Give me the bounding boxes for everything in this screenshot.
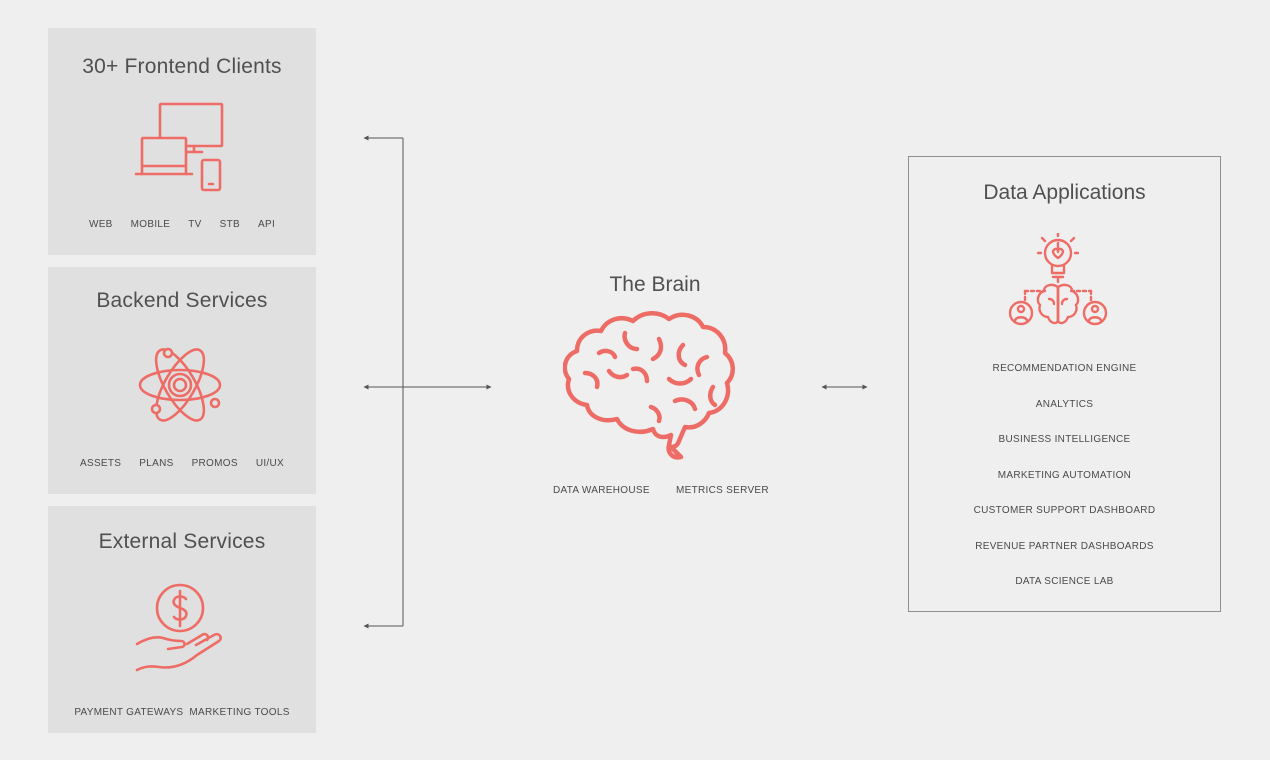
tag-payment-gateways: PAYMENT GATEWAYS — [74, 707, 184, 718]
tag-mobile: MOBILE — [130, 219, 171, 230]
tag-stb: STB — [219, 219, 240, 230]
data-applications-panel: Data Applications — [908, 156, 1221, 612]
frontend-tags: WEB MOBILE TV STB API — [48, 219, 316, 230]
list-item: RECOMMENDATION ENGINE — [992, 363, 1137, 374]
brain-icon — [562, 309, 745, 468]
data-applications-list: RECOMMENDATION ENGINE ANALYTICS BUSINESS… — [909, 363, 1220, 612]
hand-coin-icon — [134, 582, 230, 683]
tag-assets: ASSETS — [80, 458, 122, 469]
tag-marketing-tools: MARKETING TOOLS — [189, 707, 290, 718]
backend-services-title: Backend Services — [96, 289, 268, 312]
external-services-panel: External Services PAYMENT GATEWAYS MARKE… — [48, 506, 316, 733]
devices-icon — [134, 102, 226, 199]
tag-tv: TV — [188, 219, 202, 230]
brain-title: The Brain — [609, 273, 701, 296]
atom-icon — [136, 337, 228, 438]
tag-web: WEB — [88, 219, 113, 230]
tag-api: API — [258, 219, 276, 230]
external-services-title: External Services — [98, 530, 266, 553]
list-item: DATA SCIENCE LAB — [1015, 576, 1114, 587]
label-data-warehouse: DATA WAREHOUSE — [553, 485, 650, 496]
tag-uiux: UI/UX — [255, 458, 284, 469]
list-item: MARKETING AUTOMATION — [997, 469, 1132, 481]
list-item: BUSINESS INTELLIGENCE — [998, 434, 1131, 445]
list-item: REVENUE PARTNER DASHBOARDS — [975, 540, 1154, 552]
idea-brain-network-icon — [1007, 231, 1111, 336]
list-item: ANALYTICS — [1035, 398, 1094, 410]
list-item: CUSTOMER SUPPORT DASHBOARD — [973, 505, 1156, 516]
tag-plans: PLANS — [139, 458, 174, 469]
external-tags: PAYMENT GATEWAYS MARKETING TOOLS — [48, 707, 316, 718]
backend-services-panel: Backend Services ASSETS PLANS PROMOS UI/… — [48, 267, 316, 494]
frontend-clients-title: 30+ Frontend Clients — [82, 55, 282, 78]
backend-tags: ASSETS PLANS PROMOS UI/UX — [48, 458, 316, 469]
tag-promos: PROMOS — [191, 458, 238, 469]
frontend-clients-panel: 30+ Frontend Clients WEB MOBILE TV STB A… — [48, 28, 316, 255]
data-applications-title: Data Applications — [983, 181, 1146, 204]
label-metrics-server: METRICS SERVER — [676, 485, 769, 496]
